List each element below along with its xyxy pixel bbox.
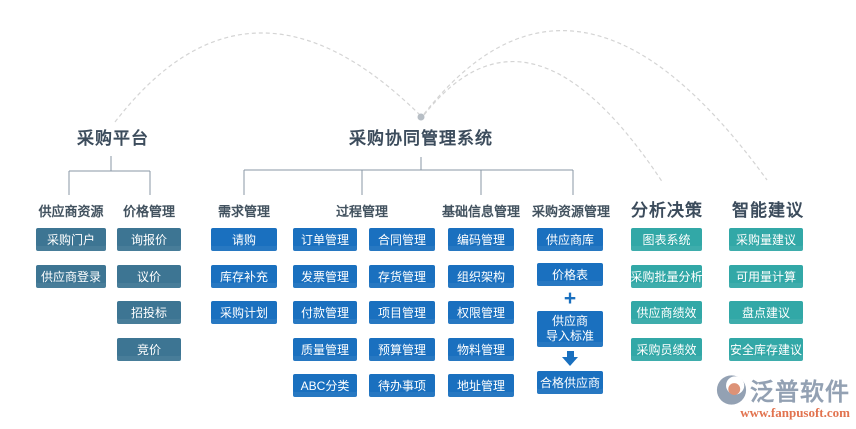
node-permission-management: 权限管理 — [448, 301, 514, 324]
arc-system-to-analysis — [423, 61, 664, 184]
fanpu-logo-icon — [716, 374, 747, 405]
node-chart-system: 图表系统 — [631, 228, 702, 251]
node-supplier-login: 供应商登录 — [36, 264, 106, 288]
node-stocktake-suggestion: 盘点建议 — [729, 301, 803, 324]
fanpu-website-link[interactable]: www.fanpusoft.com — [740, 405, 850, 420]
node-qualified-supplier: 合格供应商 — [537, 371, 603, 394]
node-contract-management: 合同管理 — [369, 228, 435, 251]
supplier-import-line1: 供应商 — [551, 314, 588, 328]
title-analysis-decision: 分析决策 — [631, 201, 703, 220]
node-code-management: 编码管理 — [448, 228, 514, 251]
node-price-table: 价格表 — [537, 263, 603, 286]
node-purchase-plan: 采购计划 — [211, 301, 277, 324]
node-quality-management: 质量管理 — [293, 337, 357, 361]
node-buyer-performance: 采购员绩效 — [631, 337, 702, 361]
node-available-qty-calculation: 可用量计算 — [729, 264, 803, 288]
column-smart-suggestion: 采购量建议 可用量计算 盘点建议 安全库存建议 — [729, 228, 803, 361]
plus-icon: + — [563, 287, 577, 310]
node-address-management: 地址管理 — [448, 374, 514, 397]
header-demand-management: 需求管理 — [217, 204, 271, 219]
header-price-management: 价格管理 — [122, 204, 176, 219]
arc-platform-to-system — [114, 32, 422, 123]
node-order-management: 订单管理 — [293, 228, 357, 251]
title-procurement-collab-system: 采购协同管理系统 — [349, 129, 493, 148]
node-budget-management: 预算管理 — [369, 337, 435, 361]
column-process-management-b: 合同管理 存货管理 项目管理 预算管理 待办事项 — [369, 228, 435, 397]
node-inventory-management: 存货管理 — [369, 264, 435, 288]
header-process-management: 过程管理 — [335, 204, 389, 219]
column-basic-info-management: 编码管理 组织架构 权限管理 物料管理 地址管理 — [448, 228, 514, 397]
title-procurement-platform: 采购平台 — [77, 129, 149, 148]
node-stock-replenish: 库存补充 — [211, 264, 277, 288]
node-supplier-import-standard: 供应商 导入标准 — [537, 311, 603, 347]
node-purchase-volume-suggestion: 采购量建议 — [729, 228, 803, 251]
node-project-management: 项目管理 — [369, 301, 435, 324]
node-org-structure: 组织架构 — [448, 264, 514, 288]
hub-dot — [417, 113, 425, 121]
node-invoice-management: 发票管理 — [293, 264, 357, 288]
node-todo-items: 待办事项 — [369, 374, 435, 397]
fanpu-logo-text: 泛普软件 — [750, 380, 850, 406]
supplier-import-line2: 导入标准 — [545, 329, 594, 343]
system-tree — [243, 157, 574, 195]
node-bidding: 招投标 — [117, 301, 181, 324]
column-supplier-resources: 采购门户 供应商登录 — [36, 228, 106, 288]
column-price-management: 询报价 议价 招投标 竞价 — [117, 228, 181, 361]
node-supplier-library: 供应商库 — [537, 228, 603, 251]
fanpu-logo: 泛普软件 www.fanpusoft.com — [716, 372, 850, 421]
arc-system-to-suggestion — [423, 30, 768, 181]
node-safety-stock-suggestion: 安全库存建议 — [729, 337, 803, 361]
column-demand-management: 请购 库存补充 采购计划 — [211, 228, 277, 324]
node-payment-management: 付款管理 — [293, 301, 357, 324]
header-procurement-resource-management: 采购资源管理 — [531, 204, 611, 219]
column-analysis-decision: 图表系统 采购批量分析 供应商绩效 采购员绩效 — [631, 228, 703, 361]
node-inquiry-quote: 询报价 — [117, 228, 181, 251]
node-purchase-request: 请购 — [211, 228, 277, 251]
node-supplier-performance: 供应商绩效 — [631, 301, 702, 324]
platform-tree — [68, 156, 151, 195]
node-purchase-batch-analysis: 采购批量分析 — [631, 264, 703, 288]
column-procurement-resource: 供应商库 价格表 + 供应商 导入标准 合格供应商 — [537, 228, 603, 394]
node-abc-classification: ABC分类 — [293, 374, 357, 397]
node-competitive-pricing: 竞价 — [117, 337, 181, 361]
node-purchase-portal: 采购门户 — [36, 228, 106, 251]
title-smart-suggestion: 智能建议 — [732, 201, 804, 220]
header-basic-info-management: 基础信息管理 — [441, 204, 521, 219]
node-material-management: 物料管理 — [448, 337, 514, 361]
node-bargaining: 议价 — [117, 264, 181, 288]
header-supplier-resources: 供应商资源 — [38, 204, 104, 219]
down-arrow-icon — [562, 351, 578, 366]
column-process-management-a: 订单管理 发票管理 付款管理 质量管理 ABC分类 — [293, 228, 357, 397]
